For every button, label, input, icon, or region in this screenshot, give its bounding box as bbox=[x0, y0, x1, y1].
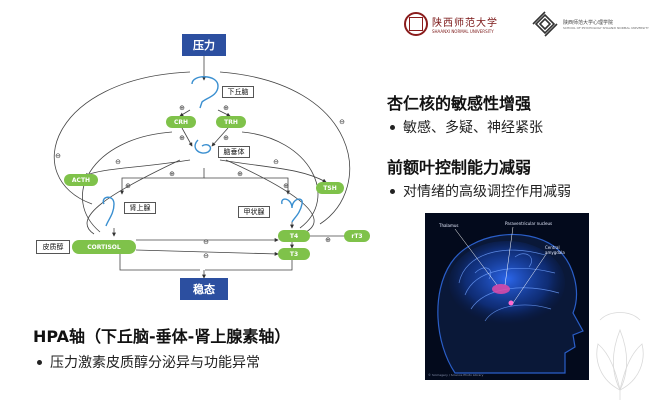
sign-minus-6: ⊖ bbox=[203, 252, 209, 260]
psychology-school-logo: 陕西师范大学心理学院 SCHOOL OF PSYCHOLOGY SHAANXI … bbox=[530, 8, 649, 40]
homeostasis-box: 稳态 bbox=[180, 278, 228, 300]
sign-minus-5: ⊖ bbox=[203, 238, 209, 246]
sign-minus-3: ⊖ bbox=[55, 152, 61, 160]
bullet-amygdala: 敏感、多疑、神经紧张 bbox=[390, 117, 543, 137]
sign-plus-7: ⊕ bbox=[237, 170, 243, 178]
sign-plus-2: ⊕ bbox=[223, 104, 229, 112]
adrenal-label: 肾上腺 bbox=[124, 202, 156, 214]
trh-box: TRH bbox=[216, 116, 246, 128]
t3-box: T3 bbox=[278, 248, 310, 260]
thyroid-label: 甲状腺 bbox=[238, 206, 270, 218]
sign-plus-6: ⊕ bbox=[169, 170, 175, 178]
tsh-box: TSH bbox=[316, 182, 344, 194]
bullet-hpa-text: 压力激素皮质醇分泌异与功能异常 bbox=[50, 355, 260, 371]
sign-plus-5: ⊕ bbox=[125, 182, 131, 190]
psychology-logo-icon bbox=[532, 11, 558, 37]
bullet-dot-icon bbox=[390, 188, 395, 194]
crh-box: CRH bbox=[166, 116, 196, 128]
image-credit: © Scimagery / Science Photo Library bbox=[428, 373, 484, 377]
acth-box: ACTH bbox=[64, 174, 98, 186]
adrenal-icon bbox=[102, 196, 115, 227]
label-pvn: Paraventricular nucleus bbox=[505, 221, 553, 226]
school-name-cn: 陕西师范大学心理学院 bbox=[563, 19, 614, 26]
snu-logo: 陕西师范大学 SHAANXI NORMAL UNIVERSITY bbox=[404, 10, 498, 38]
bullet-hpa: 压力激素皮质醇分泌异与功能异常 bbox=[37, 352, 260, 372]
sign-minus-4: ⊖ bbox=[339, 118, 345, 126]
pituitary-label: 脑垂体 bbox=[218, 146, 250, 158]
brain-illustration: Thalamus Paraventricular nucleus Central… bbox=[425, 213, 589, 380]
heading-amygdala: 杏仁核的敏感性增强 bbox=[387, 94, 532, 113]
thyroid-icon bbox=[281, 198, 303, 223]
label-amygdala-2: amygdala bbox=[545, 250, 565, 255]
label-amygdala-1: Central bbox=[545, 245, 560, 250]
hypothalamus-label: 下丘脑 bbox=[222, 86, 254, 98]
sign-plus-8: ⊕ bbox=[283, 182, 289, 190]
heading-hpa: HPA轴（下丘脑-垂体-肾上腺素轴） bbox=[33, 327, 291, 346]
university-seal-icon bbox=[404, 12, 428, 36]
t4-box: T4 bbox=[278, 230, 310, 242]
brain-head-drawing bbox=[437, 226, 584, 374]
rt3-box: rT3 bbox=[344, 230, 370, 242]
bullet-dot-icon bbox=[390, 124, 395, 130]
sign-plus-9: ⊕ bbox=[325, 236, 331, 244]
cortex-label: 皮质醇 bbox=[36, 240, 70, 254]
bullet-amygdala-text: 敏感、多疑、神经紧张 bbox=[403, 120, 543, 136]
school-name-en: SCHOOL OF PSYCHOLOGY SHAANXI NORMAL UNIV… bbox=[563, 25, 649, 30]
university-name-en: SHAANXI NORMAL UNIVERSITY bbox=[432, 29, 494, 34]
brain-icon bbox=[191, 76, 219, 109]
university-name-cn: 陕西师范大学 bbox=[432, 18, 498, 29]
sign-minus-1: ⊖ bbox=[115, 158, 121, 166]
sign-plus-4: ⊕ bbox=[223, 134, 229, 142]
diagram-arrows: ⊕ ⊕ ⊕ ⊕ ⊖ ⊖ ⊕ ⊕ ⊕ ⊕ ⊖ ⊖ ⊖ ⊖ ⊕ bbox=[53, 56, 351, 279]
sign-plus-3: ⊕ bbox=[179, 134, 185, 142]
stress-box: 压力 bbox=[182, 34, 226, 56]
label-thalamus: Thalamus bbox=[439, 223, 459, 228]
sign-plus-1: ⊕ bbox=[179, 104, 185, 112]
cortisol-box: CORTISOL bbox=[72, 240, 136, 254]
bullet-dot-icon bbox=[37, 359, 42, 365]
pituitary-icon bbox=[194, 139, 212, 154]
bullet-prefrontal-text: 对情绪的高级调控作用减弱 bbox=[403, 184, 571, 200]
bullet-prefrontal: 对情绪的高级调控作用减弱 bbox=[390, 181, 571, 201]
heading-prefrontal: 前额叶控制能力减弱 bbox=[387, 158, 532, 177]
lotus-decoration-icon bbox=[596, 312, 644, 400]
sign-minus-2: ⊖ bbox=[273, 158, 279, 166]
hpa-axis-diagram: ⊕ ⊕ ⊕ ⊕ ⊖ ⊖ ⊕ ⊕ ⊕ ⊕ ⊖ ⊖ ⊖ ⊖ ⊕ bbox=[30, 28, 370, 310]
